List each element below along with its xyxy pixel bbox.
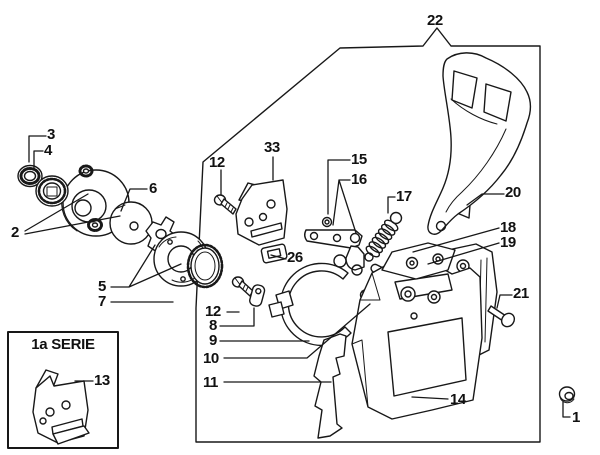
leader-line-5 bbox=[110, 244, 182, 288]
lever-arm bbox=[345, 245, 365, 271]
part-callout-11: 11 bbox=[203, 374, 218, 391]
nut-1-drawing bbox=[558, 386, 576, 404]
inset-box-border bbox=[7, 331, 119, 449]
clutch-cluster-drawing bbox=[17, 164, 224, 289]
cover-body bbox=[351, 262, 483, 420]
part-callout-3: 3 bbox=[47, 126, 55, 143]
leader-line-18 bbox=[412, 227, 500, 253]
part-callout-20: 20 bbox=[505, 184, 521, 201]
spring-17-drawing bbox=[364, 211, 403, 262]
inset-box-drawing bbox=[7, 331, 119, 449]
needle-bearing bbox=[17, 164, 43, 188]
leader-line-26 bbox=[270, 254, 287, 260]
leader-line-21 bbox=[496, 294, 513, 309]
brake-band-drawing bbox=[268, 254, 352, 347]
leader-line-1 bbox=[562, 401, 571, 418]
inset-box-label: 1a SERIE bbox=[31, 336, 95, 353]
side-plate-11-drawing bbox=[313, 333, 347, 439]
leader-line-8 bbox=[219, 307, 255, 327]
washer-plate bbox=[109, 201, 153, 245]
part-callout-4: 4 bbox=[44, 142, 52, 159]
bracket-33-drawing bbox=[235, 179, 288, 246]
leader-line-3 bbox=[28, 135, 47, 163]
ring-gear bbox=[186, 243, 224, 289]
part-callout-18: 18 bbox=[500, 219, 516, 236]
pivot-hole bbox=[435, 220, 447, 232]
hand-guard-hole-left bbox=[451, 70, 478, 109]
leader-line-19 bbox=[427, 242, 500, 265]
bracket-slot bbox=[250, 222, 283, 238]
leader-line-15 bbox=[327, 159, 351, 215]
hand-guard-hole-right bbox=[483, 83, 512, 122]
part-callout-6: 6 bbox=[149, 180, 157, 197]
cover-14-drawing bbox=[351, 242, 483, 420]
rim-sprocket bbox=[35, 175, 69, 207]
part-callout-26: 26 bbox=[287, 249, 303, 266]
part-callout-9: 9 bbox=[209, 332, 217, 349]
clip-8-drawing bbox=[249, 284, 266, 307]
leader-line-16 bbox=[332, 179, 357, 234]
part-callout-17: 17 bbox=[396, 188, 412, 205]
screw-12-lower-drawing bbox=[231, 276, 254, 297]
part-callout-10: 10 bbox=[203, 350, 219, 367]
part-callout-16: 16 bbox=[351, 171, 367, 188]
part-callout-14: 14 bbox=[450, 391, 466, 408]
cover-panel bbox=[387, 317, 467, 397]
part-callout-12b: 12 bbox=[205, 303, 221, 320]
leader-line-6 bbox=[120, 188, 148, 212]
part-callout-13: 13 bbox=[94, 372, 110, 389]
washer-15 bbox=[321, 216, 333, 228]
hand-guard-outline bbox=[427, 52, 532, 235]
bolt-21-drawing bbox=[487, 305, 516, 328]
leader-line-17 bbox=[387, 196, 396, 214]
band-block bbox=[268, 301, 285, 318]
part-callout-22: 22 bbox=[427, 12, 443, 29]
assembly-frame bbox=[195, 27, 541, 443]
part-callout-12a: 12 bbox=[209, 154, 225, 171]
part-callout-15: 15 bbox=[351, 151, 367, 168]
part-callout-8: 8 bbox=[209, 317, 217, 334]
screw-12-upper-drawing bbox=[213, 194, 237, 215]
leader-line-4 bbox=[33, 150, 44, 171]
leader-line-20 bbox=[466, 193, 505, 206]
roller-washer bbox=[87, 218, 103, 232]
part-callout-33: 33 bbox=[264, 139, 280, 156]
leader-line-10 bbox=[223, 303, 371, 359]
leader-line-14 bbox=[411, 396, 449, 400]
part-callout-1: 1 bbox=[572, 409, 580, 426]
part-callout-19: 19 bbox=[500, 234, 516, 251]
hand-guard-drawing bbox=[427, 52, 532, 235]
roller-washer bbox=[78, 164, 94, 178]
plate-26-drawing bbox=[260, 243, 288, 264]
part-callout-7: 7 bbox=[98, 293, 106, 310]
part-callout-2: 2 bbox=[11, 224, 19, 241]
band-end-hook bbox=[333, 254, 347, 268]
part-callout-5: 5 bbox=[98, 278, 106, 295]
leader-lines bbox=[24, 135, 571, 418]
part-callout-21: 21 bbox=[513, 285, 529, 302]
brake-lever-drawing bbox=[304, 216, 365, 276]
leader-line-2 bbox=[24, 193, 121, 235]
